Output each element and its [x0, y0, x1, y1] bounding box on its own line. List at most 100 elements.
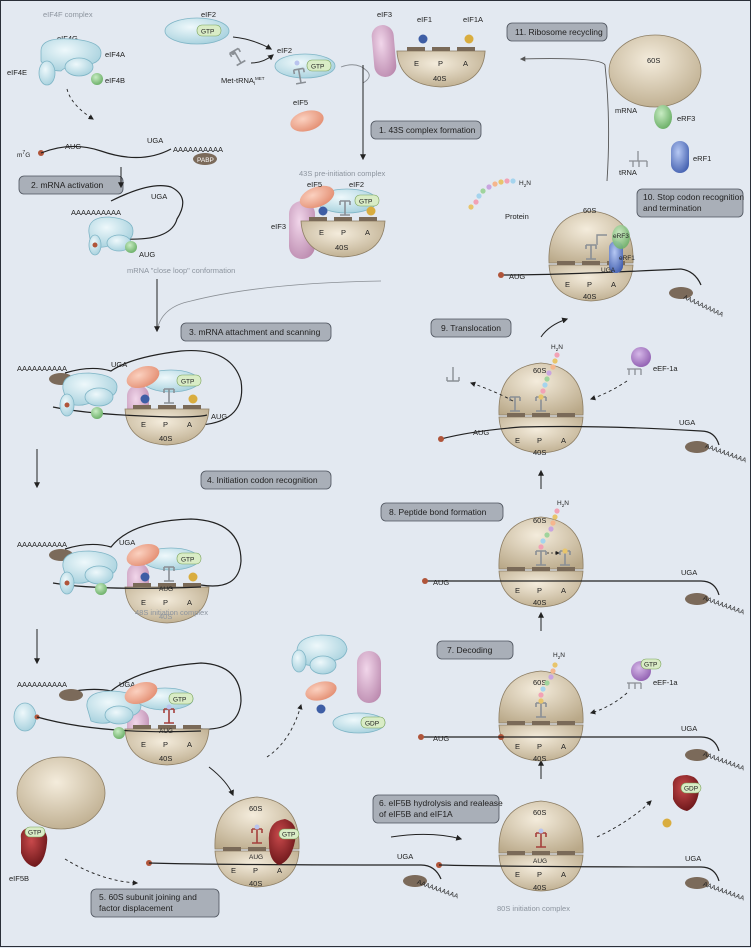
- site-a-1: A: [463, 59, 468, 68]
- step-5-label: 5. 60S subunit joining and: [99, 892, 197, 902]
- step-10-box: 10. Stop codon recognition and terminati…: [636, 188, 744, 218]
- step-11-box: 11. Ribosome recycling: [506, 22, 608, 42]
- site-a-3: A: [187, 420, 192, 429]
- polya-label-6: AAAAAAAAAA: [416, 879, 460, 901]
- met-trna: Met-tRNAiMET: [221, 47, 265, 87]
- recycled-60s: 60S: [608, 34, 702, 108]
- eif2-label-2: eIF2: [277, 46, 292, 55]
- site-a-8: A: [561, 742, 566, 751]
- aug-label-2: AUG: [139, 250, 155, 259]
- eef1a-bound: eEF-1a: [627, 347, 678, 375]
- site-p-5: P: [163, 740, 168, 749]
- close-loop: UGA AAAAAAAAAA AUG mRNA "close loop" con…: [71, 185, 235, 275]
- erf1-label-2: eRF1: [693, 154, 711, 163]
- polya-label-4: AAAAAAAAAA: [17, 540, 67, 549]
- polya-label-10: AAAAAAAAAA: [704, 443, 748, 465]
- site-p-4: P: [163, 598, 168, 607]
- uga-label-9: UGA: [681, 568, 697, 577]
- eif3-label-2: eIF3: [271, 222, 286, 231]
- site-e-10: E: [515, 436, 520, 445]
- released-factors: GDP: [291, 634, 386, 734]
- eif4b-label: eIF4B: [105, 76, 125, 85]
- ribosome-decoding: 60S UGA AAAAAAAAAA AUG H2N E P A 40S: [418, 652, 746, 773]
- step-5-label2: factor displacement: [99, 903, 173, 913]
- s40-label-1: 40S: [433, 74, 446, 83]
- site-p-1: P: [438, 59, 443, 68]
- s60-label-2: 60S: [533, 808, 546, 817]
- gtp-label-2: GTP: [311, 64, 324, 71]
- site-a-6: A: [277, 866, 282, 875]
- recycled-factors: mRNA eRF3 eRF1 tRNA: [615, 105, 711, 177]
- uga-label-8: UGA: [681, 724, 697, 733]
- s40-label-9: 40S: [533, 598, 546, 607]
- eif2-label-1: eIF2: [201, 10, 216, 19]
- s60-label-7: 60S: [647, 56, 660, 65]
- eif5b-free: GTP eIF5B: [9, 826, 48, 883]
- polya-label-3: AAAAAAAAAA: [17, 364, 67, 373]
- s40-label-11: 40S: [583, 292, 596, 301]
- step-1-box: 1. 43S complex formation: [370, 120, 482, 140]
- erf3-label-2: eRF3: [677, 114, 695, 123]
- met-trna-label: Met-tRNAiMET: [221, 76, 265, 87]
- peptide-chain-1: [538, 662, 558, 704]
- step-2-box: 2. mRNA activation: [18, 175, 124, 195]
- site-a-11: A: [611, 280, 616, 289]
- mrna-strand-1: m7G AUG UGA AAAAAAAAAA PABP: [17, 136, 223, 165]
- step-6-label: 6. eIF5B hydrolysis and realease: [379, 798, 503, 808]
- gdp-label-2: GDP: [684, 786, 698, 793]
- uga-label-10: UGA: [679, 418, 695, 427]
- step-6-box: 6. eIF5B hydrolysis and realease of eIF5…: [372, 794, 503, 824]
- uga-label-3: UGA: [111, 360, 127, 369]
- site-e-1: E: [414, 59, 419, 68]
- aug-label-4: AUG: [159, 586, 173, 593]
- gtp-label-7: GTP: [28, 830, 41, 837]
- s40-label-3: 40S: [159, 434, 172, 443]
- aug-label-7: AUG: [533, 858, 547, 865]
- step-3-box: 3. mRNA attachment and scanning: [180, 322, 332, 342]
- uga-label-1: UGA: [147, 136, 163, 145]
- released-protein: H2N Protein: [468, 178, 531, 221]
- erf1-label-1: eRF1: [619, 255, 635, 262]
- uga-label-11: UGA: [601, 267, 616, 274]
- eef1a-label-2: eEF-1a: [653, 364, 678, 373]
- eif4b-shape: [91, 73, 103, 85]
- site-e-8: E: [515, 742, 520, 751]
- s40-label-8: 40S: [533, 754, 546, 763]
- gtp-label-8: GTP: [282, 832, 295, 839]
- erf3-label-1: eRF3: [613, 233, 629, 240]
- peptide-chain-3: [538, 352, 560, 400]
- protein-label: Protein: [505, 212, 529, 221]
- gtp-label-6: GTP: [173, 697, 186, 704]
- site-a-9: A: [561, 586, 566, 595]
- eef1a-gtp: GTP eEF-1a: [627, 658, 678, 689]
- uga-label-4: UGA: [119, 538, 135, 547]
- step-9-box: 9. Translocation: [430, 318, 512, 338]
- eif5-free: eIF5: [290, 98, 324, 132]
- site-p-7: P: [537, 870, 542, 879]
- aug-label-3: AUG: [211, 412, 227, 421]
- aug-label-8: AUG: [433, 734, 449, 743]
- s40-label-10: 40S: [533, 448, 546, 457]
- closeloop-label: mRNA "close loop" conformation: [127, 266, 235, 275]
- step-6-label2: of eIF5B and eIF1A: [379, 809, 453, 819]
- h2n-label-1: H2N: [553, 652, 565, 660]
- step-7-box: 7. Decoding: [436, 640, 514, 660]
- step-1-label: 1. 43S complex formation: [379, 125, 476, 135]
- site-e-3: E: [141, 420, 146, 429]
- ribosome-80s-eif5b: 60S UGA AAAAAAAAAA GTP AUG E P A 40S: [146, 796, 460, 901]
- eif4e-shape: [38, 60, 56, 86]
- gtp-label-3: GTP: [359, 199, 372, 206]
- factor-release-complex: UGA AAAAAAAAAA GTP AUG E P A 40S: [13, 662, 242, 766]
- initiation-48s: UGA AAAAAAAAAA GTP AUG E P A 40S 48S ini…: [17, 518, 242, 624]
- step-4-box: 4. Initiation codon recognition: [200, 470, 332, 490]
- gtp-label-4: GTP: [181, 379, 194, 386]
- uga-label-7: UGA: [685, 854, 701, 863]
- mrna-label: mRNA: [615, 106, 637, 115]
- eif1a-label-1: eIF1A: [463, 15, 483, 24]
- s40-label-4: 40S: [159, 612, 172, 621]
- eif3-label-1: eIF3: [377, 10, 392, 19]
- scanning-complex: UGA AAAAAAAAAA GTP E P A 40S AUG: [17, 349, 243, 446]
- pabp-shape: [193, 153, 217, 165]
